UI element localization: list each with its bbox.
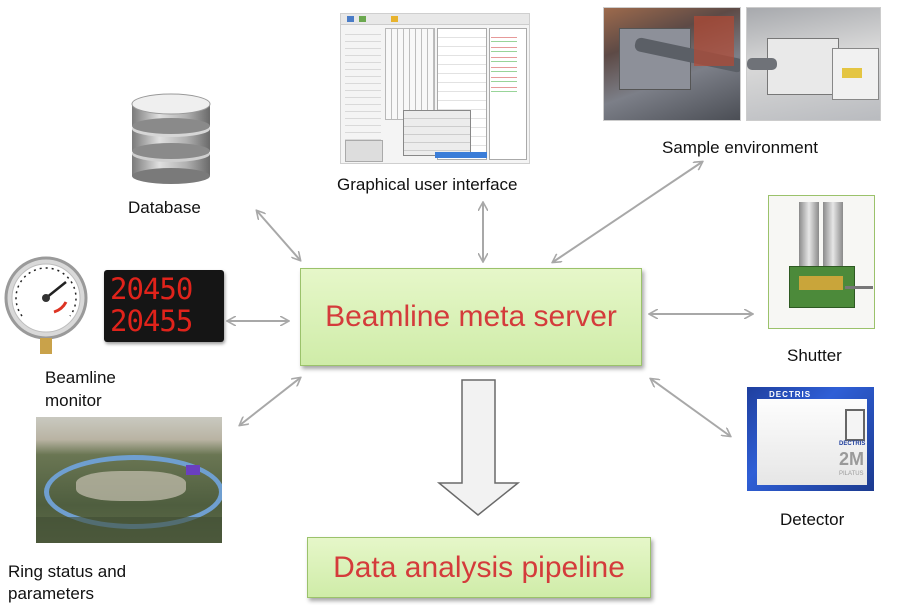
down-block-arrow [436,379,521,516]
arrow-ring [240,378,300,425]
gui-screenshot [340,13,530,164]
shutter-label: Shutter [787,346,842,365]
sample-environment-photo-1 [603,7,741,121]
detector-brand-small: DECTRIS [839,441,866,447]
led-display: 20450 20455 [104,270,224,342]
led-line-2: 20455 [110,304,193,338]
ring-aerial-photo [36,417,222,543]
shutter-photo [768,195,875,329]
database-label: Database [128,198,201,217]
detector-label: Detector [780,510,845,529]
data-analysis-pipeline-box: Data analysis pipeline [307,537,651,598]
detector-model-text: 2M [839,449,865,469]
detector-brand-text: DECTRIS [769,390,812,399]
meta-server-title: Beamline meta server [325,300,617,333]
beamline-monitor-label-2: monitor [45,391,102,410]
gui-label: Graphical user interface [337,175,518,194]
beamline-meta-server-box: Beamline meta server [300,268,642,366]
beamline-monitor-label-1: Beamline [45,368,116,387]
sample-environment-photo-2 [746,7,881,121]
led-line-1: 20450 [110,272,193,306]
ring-status-label-1: Ring status and [8,562,127,581]
pressure-gauge-icon [4,256,88,354]
sample-environment-label: Sample environment [662,138,818,157]
arrow-detector [651,379,730,436]
detector-sub-text: PILATUS [839,471,864,477]
ring-status-label-2: parameters [8,584,94,603]
detector-photo: DECTRIS DECTRIS 2M PILATUS [747,387,874,491]
database-icon [131,93,211,184]
arrow-database [257,211,300,260]
arrow-sample-env [553,162,702,262]
pipeline-title: Data analysis pipeline [333,550,625,584]
